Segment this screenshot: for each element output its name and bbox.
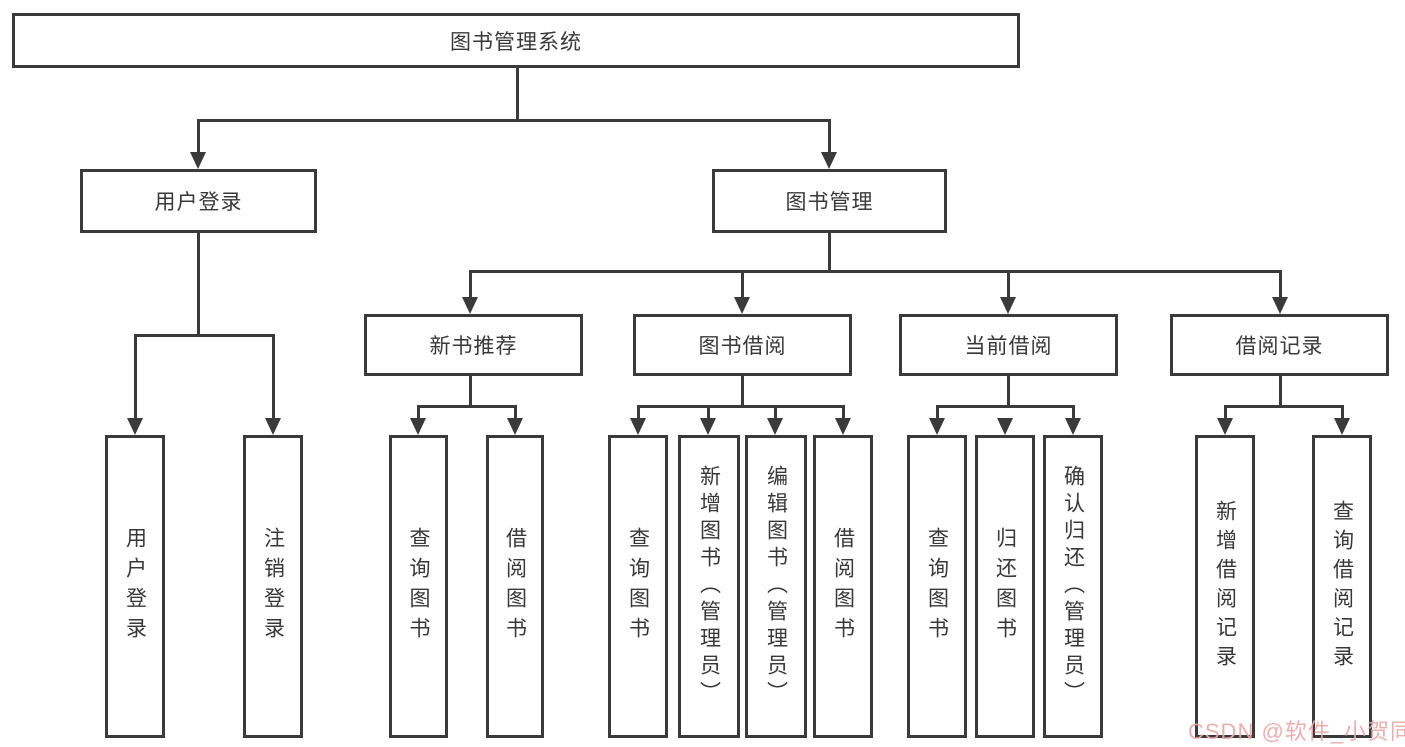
leaf-return-book-label: 归还图书 — [993, 526, 1017, 647]
connector-line — [707, 405, 710, 420]
arrowhead-down-icon — [734, 297, 750, 314]
leaf-query-borrow-record: 查询借阅记录 — [1312, 435, 1372, 738]
connector-line — [936, 405, 939, 420]
node-root: 图书管理系统 — [12, 13, 1020, 68]
arrowhead-down-icon — [190, 152, 206, 169]
leaf-add-borrow-record-label: 新增借阅记录 — [1213, 499, 1237, 674]
leaf-query-books-recommend: 查询图书 — [389, 435, 448, 738]
leaf-borrow-books-recommend-label: 借阅图书 — [503, 526, 527, 647]
node-new-book-recommend: 新书推荐 — [364, 314, 583, 376]
leaf-borrow-book: 借阅图书 — [813, 435, 873, 738]
connector-line — [741, 270, 744, 299]
arrowhead-down-icon — [410, 418, 426, 435]
leaf-add-book-admin: 新增图书（管理员） — [678, 435, 740, 738]
leaf-query-books-borrow: 查询图书 — [608, 435, 668, 738]
leaf-add-borrow-record: 新增借阅记录 — [1195, 435, 1255, 738]
arrowhead-down-icon — [1217, 418, 1233, 435]
connector-line — [936, 405, 1075, 408]
leaf-edit-book-admin-label: 编辑图书（管理员） — [764, 465, 788, 708]
leaf-query-borrow-record-label: 查询借阅记录 — [1330, 499, 1354, 674]
connector-line — [1007, 270, 1010, 299]
node-root-label: 图书管理系统 — [450, 30, 582, 54]
arrowhead-down-icon — [462, 297, 478, 314]
connector-line — [134, 334, 275, 337]
connector-line — [637, 405, 640, 420]
arrowhead-down-icon — [265, 418, 281, 435]
node-book-management: 图书管理 — [712, 169, 947, 233]
connector-line — [197, 119, 200, 155]
arrowhead-down-icon — [929, 418, 945, 435]
arrowhead-down-icon — [767, 418, 783, 435]
connector-line — [828, 233, 831, 273]
connector-line — [272, 334, 275, 420]
leaf-logout: 注销登录 — [243, 435, 303, 738]
csdn-watermark: CSDN @软件_小贺同学 — [1188, 719, 1405, 744]
leaf-logout-label: 注销登录 — [261, 526, 285, 647]
leaf-query-books-current: 查询图书 — [907, 435, 967, 738]
leaf-confirm-return-admin: 确认归还（管理员） — [1043, 435, 1103, 738]
leaf-query-books-current-label: 查询图书 — [925, 526, 949, 647]
connector-line — [516, 68, 519, 121]
arrowhead-down-icon — [821, 152, 837, 169]
leaf-add-book-admin-label: 新增图书（管理员） — [697, 465, 721, 708]
leaf-query-books-borrow-label: 查询图书 — [626, 526, 650, 647]
node-book-borrow: 图书借阅 — [633, 314, 852, 376]
leaf-borrow-books-recommend: 借阅图书 — [486, 435, 544, 738]
connector-line — [514, 405, 517, 420]
node-user-login-label: 用户登录 — [154, 191, 243, 214]
connector-line — [1072, 405, 1075, 420]
connector-line — [197, 233, 200, 337]
connector-line — [417, 405, 420, 420]
connector-line — [469, 376, 472, 408]
connector-line — [134, 334, 137, 420]
leaf-borrow-book-label: 借阅图书 — [831, 526, 855, 647]
connector-line — [1224, 405, 1344, 408]
connector-line — [469, 270, 1282, 273]
node-current-borrow-label: 当前借阅 — [964, 335, 1053, 358]
arrowhead-down-icon — [997, 418, 1013, 435]
connector-line — [637, 405, 845, 408]
connector-line — [417, 405, 517, 408]
arrowhead-down-icon — [127, 418, 143, 435]
node-book-management-label: 图书管理 — [785, 191, 874, 214]
node-book-borrow-label: 图书借阅 — [698, 335, 787, 358]
leaf-edit-book-admin: 编辑图书（管理员） — [745, 435, 807, 738]
leaf-confirm-return-admin-label: 确认归还（管理员） — [1061, 465, 1085, 708]
node-new-book-recommend-label: 新书推荐 — [429, 335, 518, 358]
connector-line — [1007, 376, 1010, 408]
node-borrow-records: 借阅记录 — [1170, 314, 1389, 376]
connector-line — [774, 405, 777, 420]
connector-line — [1279, 376, 1282, 408]
arrowhead-down-icon — [507, 418, 523, 435]
leaf-user-login-label: 用户登录 — [123, 526, 147, 647]
arrowhead-down-icon — [1334, 418, 1350, 435]
arrowhead-down-icon — [1272, 297, 1288, 314]
leaf-user-login: 用户登录 — [105, 435, 165, 738]
connector-line — [828, 119, 831, 155]
arrowhead-down-icon — [1065, 418, 1081, 435]
node-user-login: 用户登录 — [80, 169, 317, 233]
node-borrow-records-label: 借阅记录 — [1235, 335, 1324, 358]
connector-line — [1224, 405, 1227, 420]
leaf-return-book: 归还图书 — [975, 435, 1035, 738]
arrowhead-down-icon — [700, 418, 716, 435]
connector-line — [1341, 405, 1344, 420]
connector-line — [469, 270, 472, 299]
connector-line — [842, 405, 845, 420]
node-current-borrow: 当前借阅 — [899, 314, 1118, 376]
connector-line — [1279, 270, 1282, 299]
connector-line — [197, 119, 831, 122]
arrowhead-down-icon — [1000, 297, 1016, 314]
arrowhead-down-icon — [835, 418, 851, 435]
leaf-query-books-recommend-label: 查询图书 — [407, 526, 430, 647]
arrowhead-down-icon — [630, 418, 646, 435]
connector-line — [741, 376, 744, 408]
